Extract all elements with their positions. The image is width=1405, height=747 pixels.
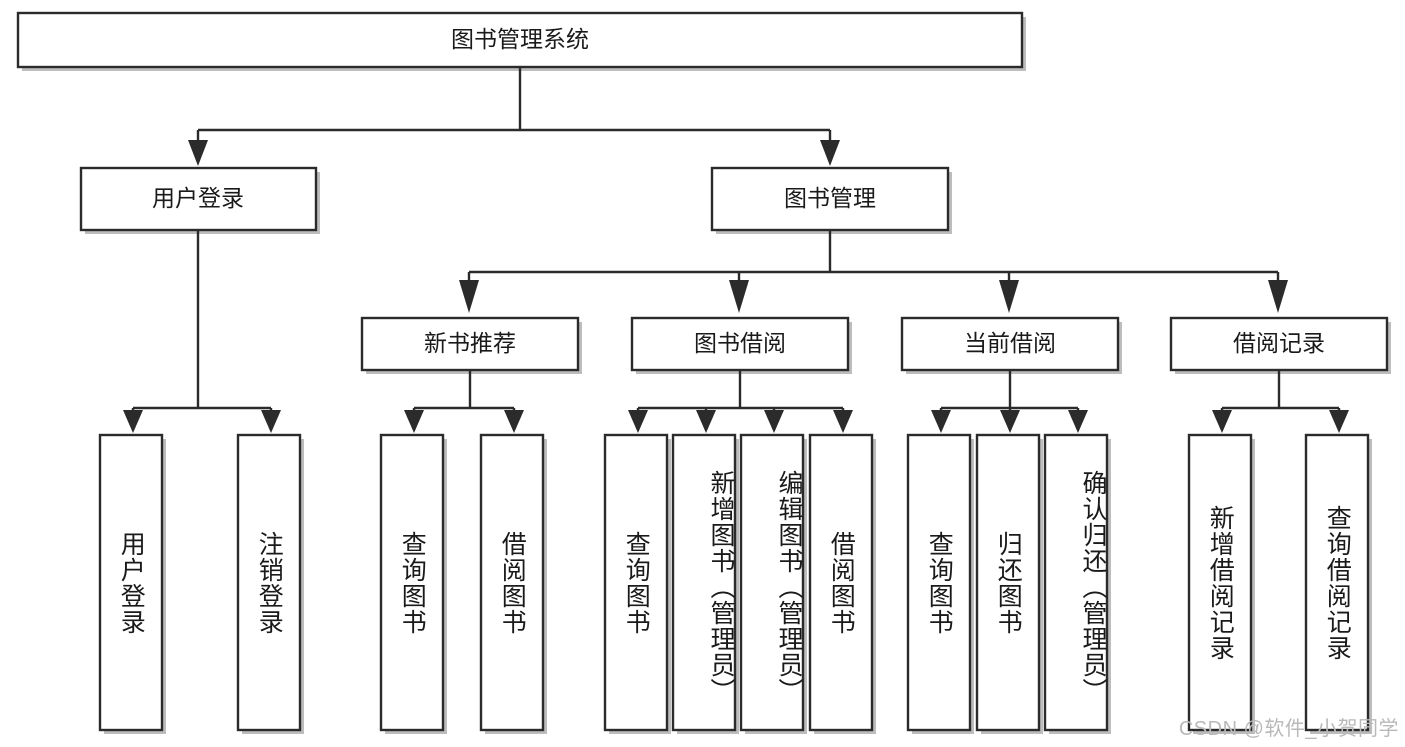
node-level4-8-box (906, 433, 972, 732)
node-level2-1[interactable]: 图书管理 (710, 166, 952, 234)
node-root-box (16, 11, 1024, 69)
arrow-head-icon (459, 280, 479, 313)
node-level4-11[interactable] (1187, 433, 1255, 734)
node-level4-6-box (739, 433, 805, 732)
node-level4-7-box (808, 433, 874, 732)
connector-level2-0-to-children (123, 230, 281, 433)
node-level4-10[interactable] (1043, 433, 1111, 734)
arrow-head-icon (1268, 280, 1288, 313)
node-level4-9[interactable] (975, 433, 1043, 734)
node-level3-3-box (1169, 316, 1389, 372)
node-level4-12-box (1304, 433, 1370, 732)
connector-root-to-level2 (188, 67, 840, 166)
connector-level3-0-to-children (404, 370, 524, 433)
node-level4-2-box (379, 433, 445, 732)
node-level4-12[interactable] (1304, 433, 1372, 734)
arrow-head-icon (628, 410, 648, 433)
node-level4-1[interactable] (236, 433, 304, 734)
node-level3-3[interactable]: 借阅记录 (1169, 316, 1391, 374)
node-level3-2-label: 当前借阅 (964, 330, 1056, 356)
node-level2-0-box (79, 166, 318, 232)
node-level3-0-label: 新书推荐 (424, 330, 516, 356)
node-root-label: 图书管理系统 (451, 26, 589, 52)
node-level4-3[interactable] (479, 433, 547, 734)
connector-level3-2-to-children (931, 370, 1088, 433)
node-level4-4-box (603, 433, 669, 732)
arrow-head-icon (999, 280, 1019, 313)
connector-level3-3-to-children (1212, 370, 1349, 433)
node-level4-9-box (975, 433, 1041, 732)
arrow-head-icon (931, 410, 951, 433)
arrow-head-icon (729, 280, 749, 313)
node-level2-0[interactable]: 用户登录 (79, 166, 320, 234)
arrow-head-icon (1329, 410, 1349, 433)
node-level4-2[interactable] (379, 433, 447, 734)
arrow-head-icon (764, 410, 784, 433)
arrow-head-icon (833, 410, 853, 433)
node-level2-0-label: 用户登录 (152, 185, 244, 211)
node-level4-5[interactable] (671, 433, 739, 734)
arrow-head-icon (261, 410, 281, 433)
node-level3-2[interactable]: 当前借阅 (900, 316, 1122, 374)
node-level4-0-box (98, 433, 164, 732)
node-level3-0-box (360, 316, 580, 372)
arrow-head-icon (504, 410, 524, 433)
node-level4-4[interactable] (603, 433, 671, 734)
arrow-head-icon (123, 410, 143, 433)
arrow-head-icon (404, 410, 424, 433)
node-level2-1-label: 图书管理 (784, 185, 876, 211)
arrow-head-icon (188, 140, 208, 166)
csdn-watermark: CSDN @软件_小贺同学 (1178, 718, 1399, 740)
node-level4-1-box (236, 433, 302, 732)
node-level4-0[interactable] (98, 433, 166, 734)
node-level4-11-box (1187, 433, 1253, 732)
connector-level3-1-to-children (628, 370, 853, 433)
arrow-head-icon (820, 140, 840, 166)
node-level4-6[interactable] (739, 433, 807, 734)
node-level3-3-label: 借阅记录 (1233, 330, 1325, 356)
node-level3-1[interactable]: 图书借阅 (630, 316, 852, 374)
node-level4-3-box (479, 433, 545, 732)
connector-level2-1-to-level3 (459, 230, 1288, 313)
node-level3-1-label: 图书借阅 (694, 330, 786, 356)
node-level4-10-box (1043, 433, 1109, 732)
node-level4-5-box (671, 433, 737, 732)
node-level4-8[interactable] (906, 433, 974, 734)
node-level3-2-box (900, 316, 1120, 372)
node-level3-0[interactable]: 新书推荐 (360, 316, 582, 374)
node-level4-7[interactable] (808, 433, 876, 734)
arrow-head-icon (1068, 410, 1088, 433)
arrow-head-icon (1000, 410, 1020, 433)
arrow-head-icon (696, 410, 716, 433)
node-root[interactable]: 图书管理系统 (16, 11, 1026, 71)
arrow-head-icon (1212, 410, 1232, 433)
